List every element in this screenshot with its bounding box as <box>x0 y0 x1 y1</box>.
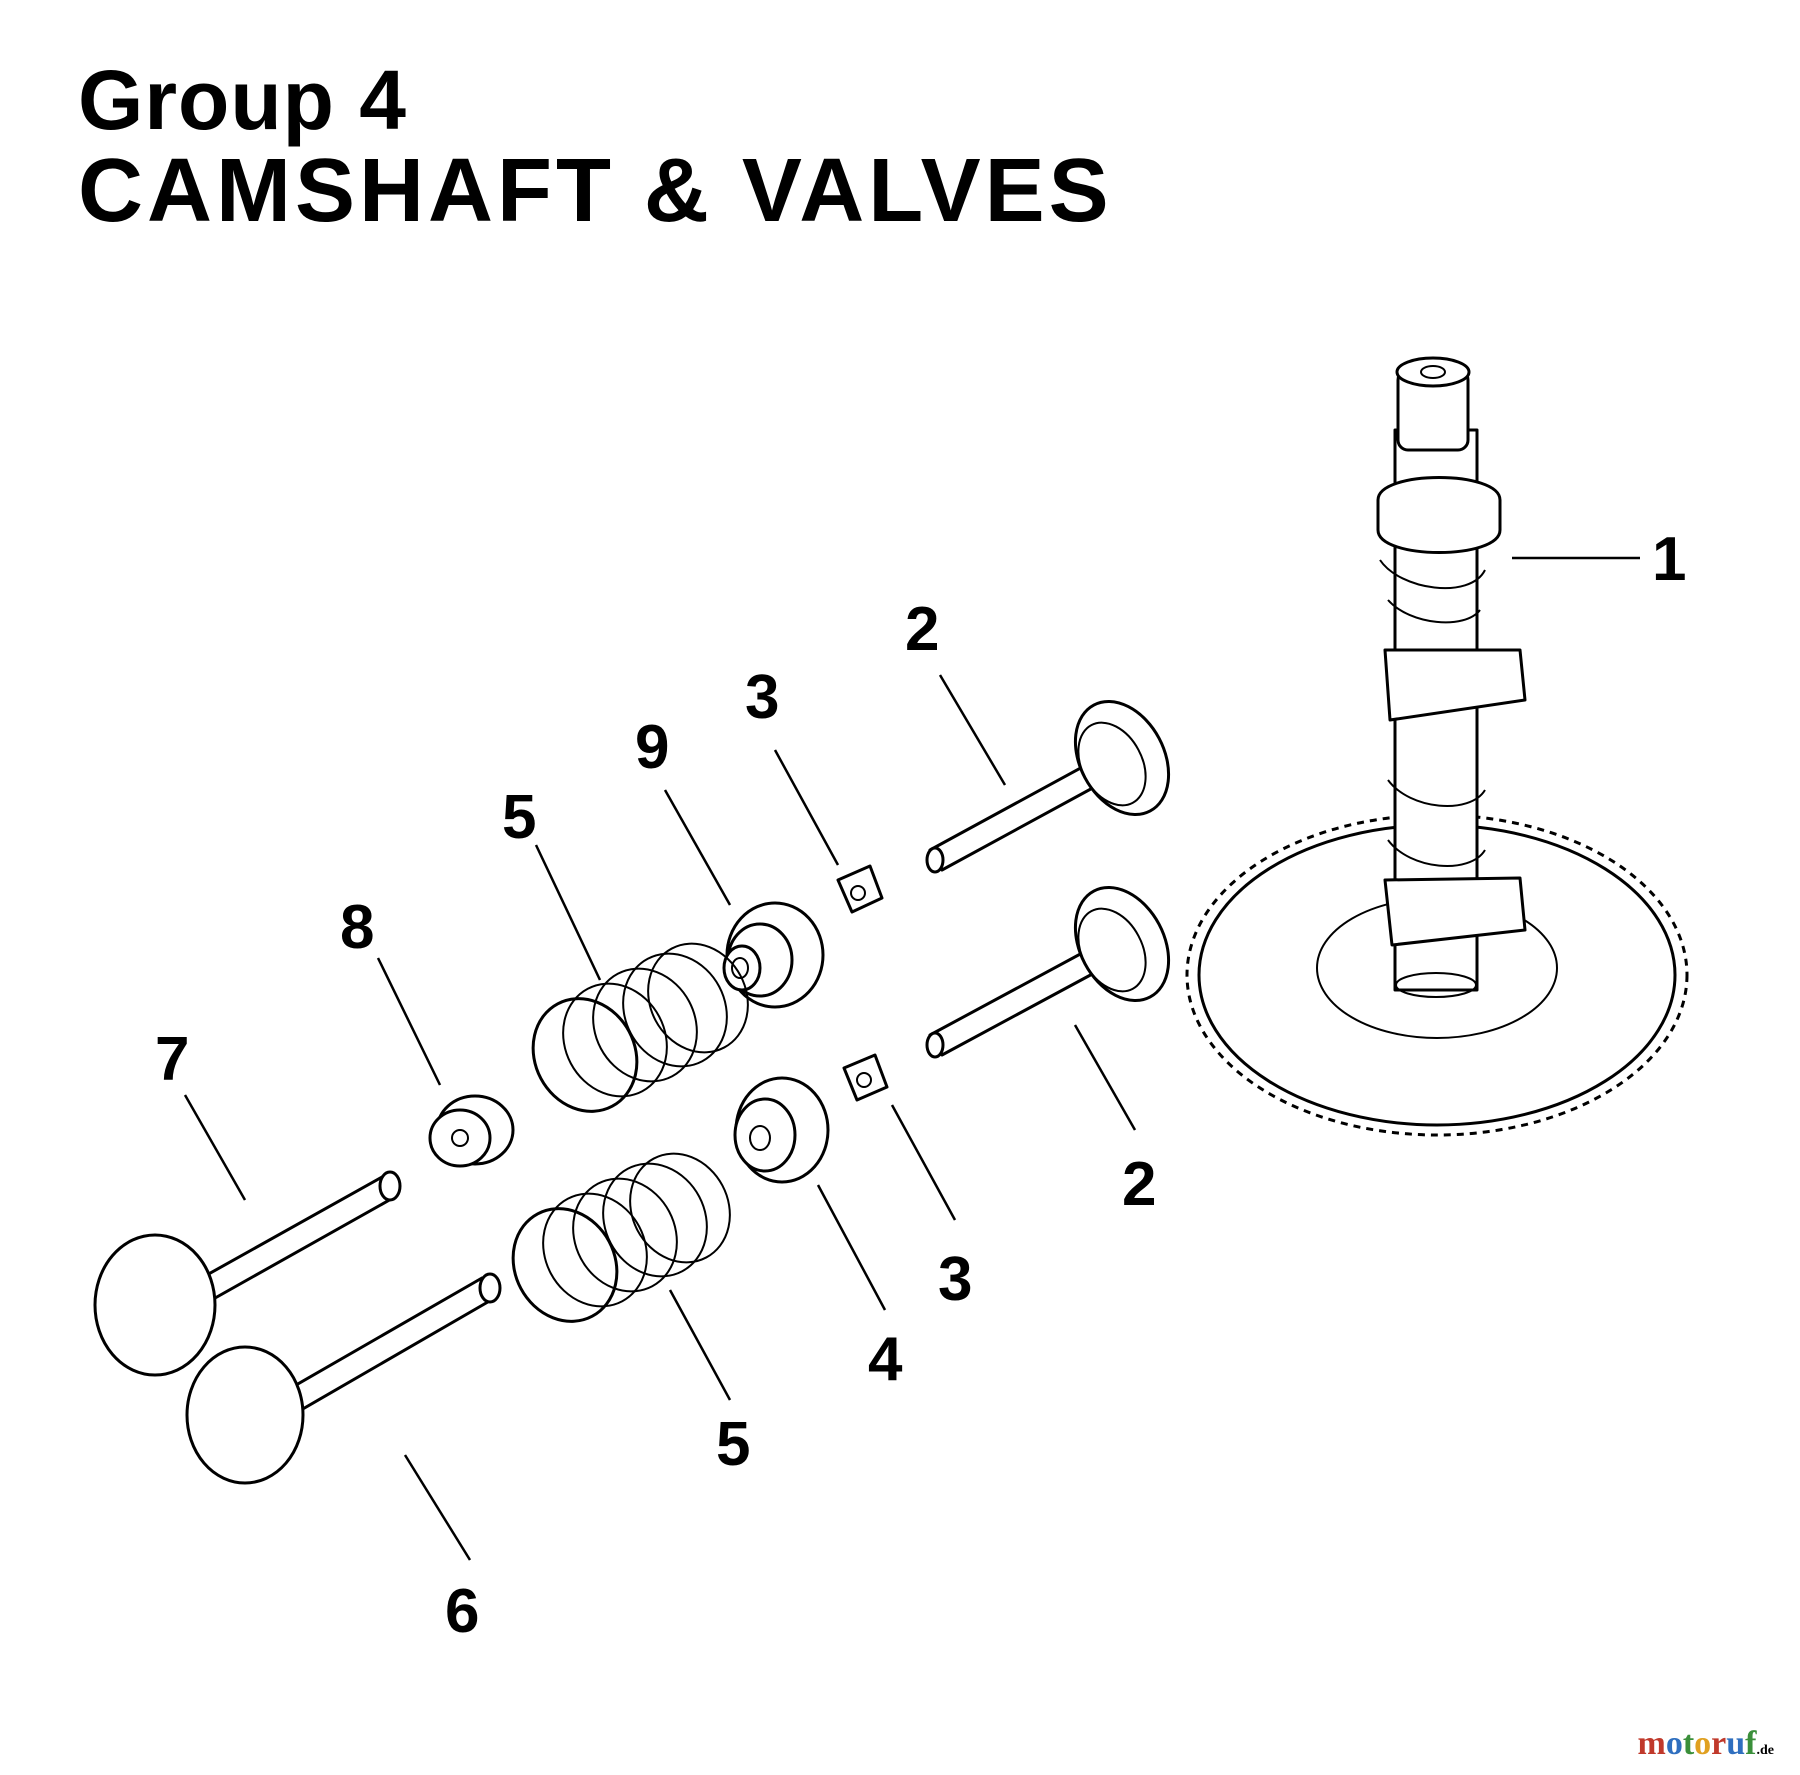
callout-7: 7 <box>155 1025 189 1094</box>
valve-keeper-upper <box>836 864 884 914</box>
callout-1: 1 <box>1652 525 1686 594</box>
group-title: Group 4 <box>78 53 408 147</box>
callout-3-upper: 3 <box>745 663 779 732</box>
callout-labels: 1 2 2 3 3 4 5 5 6 7 8 9 <box>155 525 1686 1646</box>
watermark-suffix: .de <box>1756 1743 1775 1758</box>
callout-4: 4 <box>868 1325 903 1394</box>
valve-upper <box>925 699 1171 874</box>
camshaft <box>1376 356 1527 998</box>
watermark-text: motoruf <box>1637 1725 1757 1762</box>
leader-3b <box>890 1104 957 1221</box>
leader-6 <box>403 1454 472 1561</box>
callout-3-lower: 3 <box>938 1245 972 1314</box>
callout-8: 8 <box>340 893 374 962</box>
leader-2b <box>1073 1024 1137 1131</box>
leader-2a <box>938 674 1007 786</box>
valve-spring-upper <box>531 942 749 1113</box>
leader-3a <box>773 749 840 866</box>
leader-5b <box>668 1289 732 1401</box>
valve-lower <box>925 885 1171 1059</box>
motoruf-watermark: motoruf.de <box>1638 1725 1775 1763</box>
section-title: CAMSHAFT & VALVES <box>78 141 1113 241</box>
callout-2-upper: 2 <box>905 595 939 664</box>
spring-retainer-lower <box>733 1076 830 1184</box>
valve-part-6 <box>185 1272 502 1485</box>
callout-5-upper: 5 <box>502 783 536 852</box>
spring-retainer-upper <box>722 901 825 1009</box>
leader-8 <box>376 957 442 1086</box>
callout-5-lower: 5 <box>716 1410 750 1479</box>
valve-spring-lower <box>511 1152 731 1323</box>
leader-7 <box>183 1094 247 1201</box>
valve-part-7 <box>93 1170 402 1377</box>
callout-2-lower: 2 <box>1122 1150 1156 1219</box>
leader-lines <box>183 556 1640 1561</box>
callout-9: 9 <box>635 713 669 782</box>
valve-keeper-lower <box>842 1053 889 1102</box>
leader-4 <box>816 1184 887 1311</box>
leader-5a <box>534 844 602 981</box>
valve-cap <box>428 1094 515 1168</box>
leader-9 <box>663 789 732 906</box>
callout-6: 6 <box>445 1577 479 1646</box>
